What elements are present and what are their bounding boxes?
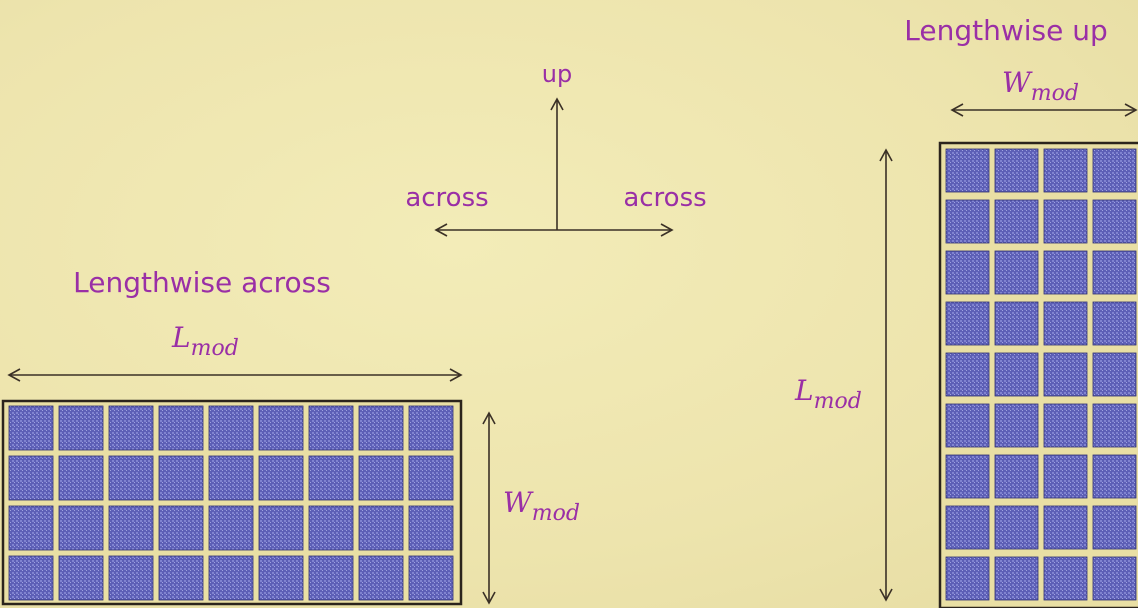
solar-cell <box>1043 199 1088 244</box>
solar-cell <box>58 455 104 501</box>
solar-cell <box>158 405 204 451</box>
solar-cell <box>1092 301 1137 346</box>
solar-cell <box>158 555 204 601</box>
solar-cell <box>308 405 354 451</box>
solar-cell <box>408 405 454 451</box>
solar-cell <box>158 455 204 501</box>
solar-cell <box>945 403 990 448</box>
up-label: up <box>542 60 572 88</box>
solar-cell <box>408 555 454 601</box>
solar-cell <box>408 505 454 551</box>
solar-cell <box>8 405 54 451</box>
solar-cell <box>945 454 990 499</box>
right-width-arrowhead-right-icon <box>1124 103 1138 117</box>
solar-cell <box>208 505 254 551</box>
solar-cell <box>108 405 154 451</box>
solar-cell <box>1043 454 1088 499</box>
solar-cell <box>1092 556 1137 601</box>
solar-cell <box>945 301 990 346</box>
left-width-label: Wmod <box>503 486 580 526</box>
solar-cell <box>994 454 1039 499</box>
right-panel-title: Lengthwise up <box>904 14 1108 47</box>
solar-cell <box>358 555 404 601</box>
right-panel: Lengthwise up Wmod Lmod <box>794 14 1138 608</box>
solar-cell <box>945 505 990 550</box>
solar-cell <box>1043 403 1088 448</box>
solar-cell <box>208 455 254 501</box>
right-width-arrowhead-left-icon <box>950 103 964 117</box>
right-length-label: Lmod <box>794 374 862 414</box>
solar-cell <box>1092 403 1137 448</box>
solar-cell <box>358 405 404 451</box>
solar-cell <box>8 555 54 601</box>
solar-cell <box>1043 505 1088 550</box>
left-panel-title: Lengthwise across <box>73 266 331 299</box>
solar-cell <box>994 556 1039 601</box>
solar-cell <box>1092 199 1137 244</box>
solar-cell <box>8 505 54 551</box>
right-width-label: Wmod <box>1002 66 1079 106</box>
solar-cell <box>308 505 354 551</box>
solar-cell <box>945 556 990 601</box>
solar-cell <box>208 555 254 601</box>
solar-cell <box>994 505 1039 550</box>
solar-cell <box>1043 556 1088 601</box>
solar-cell <box>1043 148 1088 193</box>
left-length-arrowhead-left-icon <box>7 368 21 382</box>
right-arrowhead-icon <box>660 223 674 237</box>
solar-cell <box>58 505 104 551</box>
left-panel: Lengthwise across Lmod Wmod <box>1 266 580 606</box>
portrait-module-cells <box>945 148 1137 601</box>
across-left-label: across <box>405 183 488 213</box>
solar-cell <box>1043 301 1088 346</box>
left-width-arrowhead-bottom-icon <box>482 591 496 605</box>
solar-cell <box>945 352 990 397</box>
solar-cell <box>945 199 990 244</box>
solar-cell <box>1092 250 1137 295</box>
up-arrowhead-icon <box>550 97 564 111</box>
solar-cell <box>308 455 354 501</box>
solar-cell <box>994 199 1039 244</box>
solar-cell <box>108 555 154 601</box>
solar-cell <box>358 505 404 551</box>
solar-cell <box>1043 352 1088 397</box>
solar-cell <box>158 505 204 551</box>
landscape-module-cells <box>8 405 454 601</box>
solar-cell <box>994 148 1039 193</box>
solar-cell <box>108 505 154 551</box>
solar-cell <box>994 250 1039 295</box>
solar-cell <box>358 455 404 501</box>
solar-cell <box>945 148 990 193</box>
solar-cell <box>1092 148 1137 193</box>
solar-cell <box>994 301 1039 346</box>
solar-cell <box>1092 454 1137 499</box>
solar-cell <box>994 352 1039 397</box>
right-length-arrowhead-bottom-icon <box>879 588 893 602</box>
solar-cell <box>1092 505 1137 550</box>
solar-cell <box>945 250 990 295</box>
solar-cell <box>308 555 354 601</box>
solar-cell <box>258 455 304 501</box>
solar-cell <box>258 505 304 551</box>
solar-cell <box>1092 352 1137 397</box>
solar-cell <box>108 455 154 501</box>
left-arrowhead-icon <box>434 223 448 237</box>
solar-cell <box>258 405 304 451</box>
left-length-label: Lmod <box>171 321 239 361</box>
solar-cell <box>8 455 54 501</box>
solar-cell <box>258 555 304 601</box>
right-length-arrowhead-top-icon <box>879 148 893 162</box>
solar-cell <box>208 405 254 451</box>
solar-cell <box>58 405 104 451</box>
left-width-arrowhead-top-icon <box>482 411 496 425</box>
solar-cell <box>994 403 1039 448</box>
across-right-label: across <box>623 183 706 213</box>
left-length-arrowhead-right-icon <box>449 368 463 382</box>
solar-cell <box>408 455 454 501</box>
solar-cell <box>58 555 104 601</box>
solar-cell <box>1043 250 1088 295</box>
direction-indicator: up across across <box>405 60 707 237</box>
